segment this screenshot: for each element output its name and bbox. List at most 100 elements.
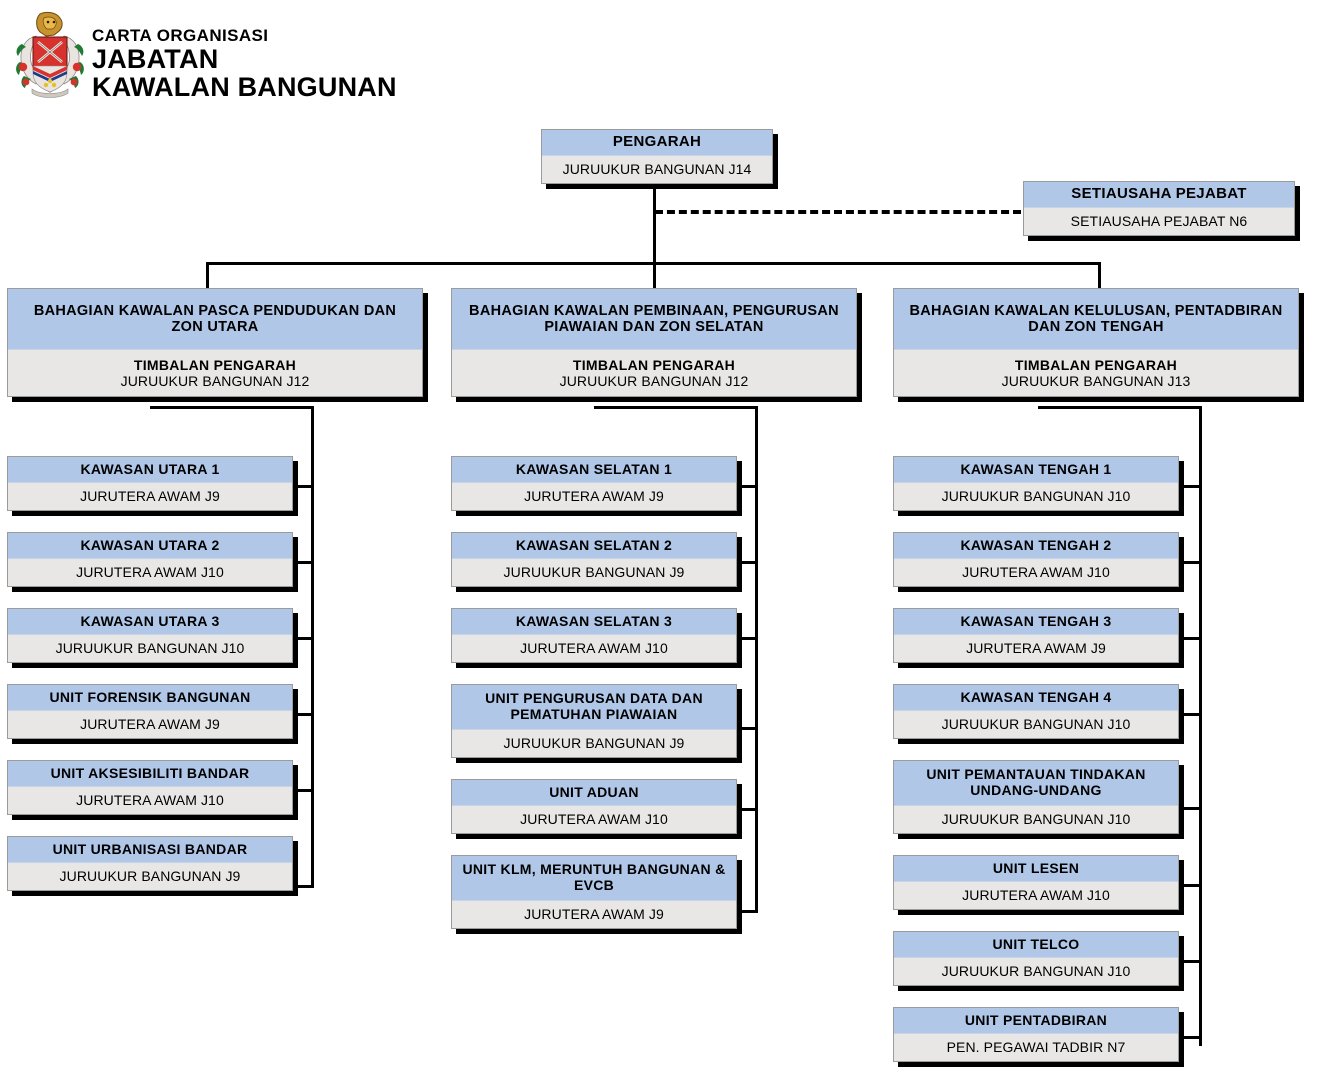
- node-unit-c3-7[interactable]: UNIT TELCO JURUUKUR BANGUNAN J10: [893, 931, 1179, 986]
- node-division-2[interactable]: BAHAGIAN KAWALAN PEMBINAAN, PENGURUSAN P…: [451, 288, 857, 397]
- connector-col2-stub-4: [734, 727, 758, 730]
- node-unit-c2-5-grade: JURUTERA AWAM J10: [520, 811, 668, 828]
- node-division-3-grade: JURUUKUR BANGUNAN J13: [1001, 373, 1191, 389]
- kuala-lumpur-coat-of-arms-icon: [16, 11, 84, 98]
- node-unit-c1-1[interactable]: KAWASAN UTARA 1 JURUTERA AWAM J9: [7, 456, 293, 511]
- connector-col3-stub-1: [1178, 485, 1202, 488]
- connector-division-drop-3: [1098, 262, 1101, 288]
- node-unit-c1-3-body: JURUUKUR BANGUNAN J10: [8, 635, 292, 662]
- node-division-3[interactable]: BAHAGIAN KAWALAN KELULUSAN, PENTADBIRAN …: [893, 288, 1299, 397]
- node-division-3-role: TIMBALAN PENGARAH: [1014, 356, 1178, 373]
- node-division-2-role: TIMBALAN PENGARAH: [572, 356, 736, 373]
- node-unit-c1-2[interactable]: KAWASAN UTARA 2 JURUTERA AWAM J10: [7, 532, 293, 587]
- connector-col3-stub-3: [1178, 637, 1202, 640]
- chart-header: CARTA ORGANISASI JABATAN KAWALAN BANGUNA…: [0, 0, 1317, 110]
- node-unit-c1-6-body: JURUUKUR BANGUNAN J9: [8, 863, 292, 890]
- node-division-2-title: BAHAGIAN KAWALAN PEMBINAAN, PENGURUSAN P…: [452, 289, 856, 350]
- node-unit-c2-4-grade: JURUUKUR BANGUNAN J9: [503, 735, 685, 752]
- node-unit-c2-2[interactable]: KAWASAN SELATAN 2 JURUUKUR BANGUNAN J9: [451, 532, 737, 587]
- node-unit-c2-5-title: UNIT ADUAN: [452, 780, 736, 806]
- node-unit-c3-4-body: JURUUKUR BANGUNAN J10: [894, 711, 1178, 738]
- connector-col1-top: [150, 406, 314, 409]
- node-unit-c1-4-grade: JURUTERA AWAM J9: [80, 716, 220, 733]
- node-unit-c2-5-body: JURUTERA AWAM J10: [452, 806, 736, 833]
- connector-root-stem: [653, 178, 656, 264]
- node-unit-c2-6[interactable]: UNIT KLM, MERUNTUH BANGUNAN & EVCB JURUT…: [451, 855, 737, 929]
- node-unit-c1-1-title: KAWASAN UTARA 1: [8, 457, 292, 483]
- node-setiausaha-pejabat[interactable]: SETIAUSAHA PEJABAT SETIAUSAHA PEJABAT N6: [1023, 181, 1295, 236]
- node-unit-c3-2[interactable]: KAWASAN TENGAH 2 JURUTERA AWAM J10: [893, 532, 1179, 587]
- node-setiausaha-grade: SETIAUSAHA PEJABAT N6: [1070, 213, 1248, 230]
- node-unit-c2-2-body: JURUUKUR BANGUNAN J9: [452, 559, 736, 586]
- node-unit-c1-1-body: JURUTERA AWAM J9: [8, 483, 292, 510]
- node-unit-c3-8[interactable]: UNIT PENTADBIRAN PEN. PEGAWAI TADBIR N7: [893, 1007, 1179, 1062]
- node-unit-c2-4[interactable]: UNIT PENGURUSAN DATA DAN PEMATUHAN PIAWA…: [451, 684, 737, 758]
- chart-title-line-2: JABATAN: [92, 44, 219, 74]
- connector-col1-stub-6: [290, 885, 314, 888]
- node-unit-c2-3-body: JURUTERA AWAM J10: [452, 635, 736, 662]
- node-unit-c1-1-grade: JURUTERA AWAM J9: [80, 488, 220, 505]
- node-division-1[interactable]: BAHAGIAN KAWALAN PASCA PENDUDUKAN DAN ZO…: [7, 288, 423, 397]
- node-unit-c1-5-title: UNIT AKSESIBILITI BANDAR: [8, 761, 292, 787]
- node-unit-c3-7-grade: JURUUKUR BANGUNAN J10: [941, 963, 1131, 980]
- node-unit-c1-4[interactable]: UNIT FORENSIK BANGUNAN JURUTERA AWAM J9: [7, 684, 293, 739]
- node-unit-c1-5[interactable]: UNIT AKSESIBILITI BANDAR JURUTERA AWAM J…: [7, 760, 293, 815]
- node-unit-c2-2-grade: JURUUKUR BANGUNAN J9: [503, 564, 685, 581]
- node-unit-c3-4[interactable]: KAWASAN TENGAH 4 JURUUKUR BANGUNAN J10: [893, 684, 1179, 739]
- node-unit-c3-8-title: UNIT PENTADBIRAN: [894, 1008, 1178, 1034]
- node-unit-c3-3-body: JURUTERA AWAM J9: [894, 635, 1178, 662]
- connector-division-drop-2: [653, 262, 656, 288]
- node-unit-c1-2-grade: JURUTERA AWAM J10: [76, 564, 224, 581]
- connector-col3-stub-4: [1178, 713, 1202, 716]
- connector-col3-stub-8: [1178, 1036, 1202, 1039]
- node-division-3-title: BAHAGIAN KAWALAN KELULUSAN, PENTADBIRAN …: [894, 289, 1298, 350]
- connector-secretary-dashed: [655, 210, 1021, 214]
- node-unit-c3-5[interactable]: UNIT PEMANTAUAN TINDAKAN UNDANG-UNDANG J…: [893, 760, 1179, 834]
- node-division-1-grade: JURUUKUR BANGUNAN J12: [120, 373, 310, 389]
- node-unit-c1-5-grade: JURUTERA AWAM J10: [76, 792, 224, 809]
- node-unit-c2-3-title: KAWASAN SELATAN 3: [452, 609, 736, 635]
- node-unit-c3-3[interactable]: KAWASAN TENGAH 3 JURUTERA AWAM J9: [893, 608, 1179, 663]
- connector-col1-trunk: [311, 406, 314, 888]
- node-unit-c2-5[interactable]: UNIT ADUAN JURUTERA AWAM J10: [451, 779, 737, 834]
- node-unit-c3-8-body: PEN. PEGAWAI TADBIR N7: [894, 1034, 1178, 1061]
- node-unit-c3-1[interactable]: KAWASAN TENGAH 1 JURUUKUR BANGUNAN J10: [893, 456, 1179, 511]
- node-unit-c2-6-body: JURUTERA AWAM J9: [452, 901, 736, 928]
- node-unit-c1-3[interactable]: KAWASAN UTARA 3 JURUUKUR BANGUNAN J10: [7, 608, 293, 663]
- connector-col3-stub-2: [1178, 561, 1202, 564]
- connector-col1-stub-4: [290, 713, 314, 716]
- node-unit-c3-6[interactable]: UNIT LESEN JURUTERA AWAM J10: [893, 855, 1179, 910]
- node-unit-c3-1-body: JURUUKUR BANGUNAN J10: [894, 483, 1178, 510]
- connector-col3-stub-5: [1178, 807, 1202, 810]
- connector-col1-stub-1: [290, 485, 314, 488]
- node-unit-c3-3-title: KAWASAN TENGAH 3: [894, 609, 1178, 635]
- node-setiausaha-body: SETIAUSAHA PEJABAT N6: [1024, 208, 1294, 235]
- connector-col2-stub-2: [734, 561, 758, 564]
- node-pengarah-title: PENGARAH: [542, 130, 772, 156]
- connector-col2-stub-6: [734, 910, 758, 913]
- node-unit-c2-3[interactable]: KAWASAN SELATAN 3 JURUTERA AWAM J10: [451, 608, 737, 663]
- node-division-1-body: TIMBALAN PENGARAH JURUUKUR BANGUNAN J12: [8, 350, 422, 396]
- node-unit-c3-1-title: KAWASAN TENGAH 1: [894, 457, 1178, 483]
- node-unit-c3-5-body: JURUUKUR BANGUNAN J10: [894, 806, 1178, 833]
- node-unit-c3-5-grade: JURUUKUR BANGUNAN J10: [941, 811, 1131, 828]
- node-unit-c2-1-body: JURUTERA AWAM J9: [452, 483, 736, 510]
- node-unit-c1-6-title: UNIT URBANISASI BANDAR: [8, 837, 292, 863]
- node-unit-c2-6-title: UNIT KLM, MERUNTUH BANGUNAN & EVCB: [452, 856, 736, 901]
- connector-col3-stub-7: [1178, 960, 1202, 963]
- node-pengarah[interactable]: PENGARAH JURUUKUR BANGUNAN J14: [541, 129, 773, 184]
- connector-division-drop-1: [206, 262, 209, 288]
- node-unit-c2-1[interactable]: KAWASAN SELATAN 1 JURUTERA AWAM J9: [451, 456, 737, 511]
- connector-col3-top: [1038, 406, 1202, 409]
- connector-col2-top: [594, 406, 758, 409]
- node-unit-c3-3-grade: JURUTERA AWAM J9: [966, 640, 1106, 657]
- connector-col1-stub-3: [290, 637, 314, 640]
- node-unit-c3-2-title: KAWASAN TENGAH 2: [894, 533, 1178, 559]
- connector-col2-stub-1: [734, 485, 758, 488]
- node-unit-c1-4-title: UNIT FORENSIK BANGUNAN: [8, 685, 292, 711]
- node-unit-c3-7-body: JURUUKUR BANGUNAN J10: [894, 958, 1178, 985]
- node-division-1-role: TIMBALAN PENGARAH: [133, 356, 297, 373]
- node-unit-c1-6[interactable]: UNIT URBANISASI BANDAR JURUUKUR BANGUNAN…: [7, 836, 293, 891]
- node-unit-c3-6-body: JURUTERA AWAM J10: [894, 882, 1178, 909]
- node-division-3-body: TIMBALAN PENGARAH JURUUKUR BANGUNAN J13: [894, 350, 1298, 396]
